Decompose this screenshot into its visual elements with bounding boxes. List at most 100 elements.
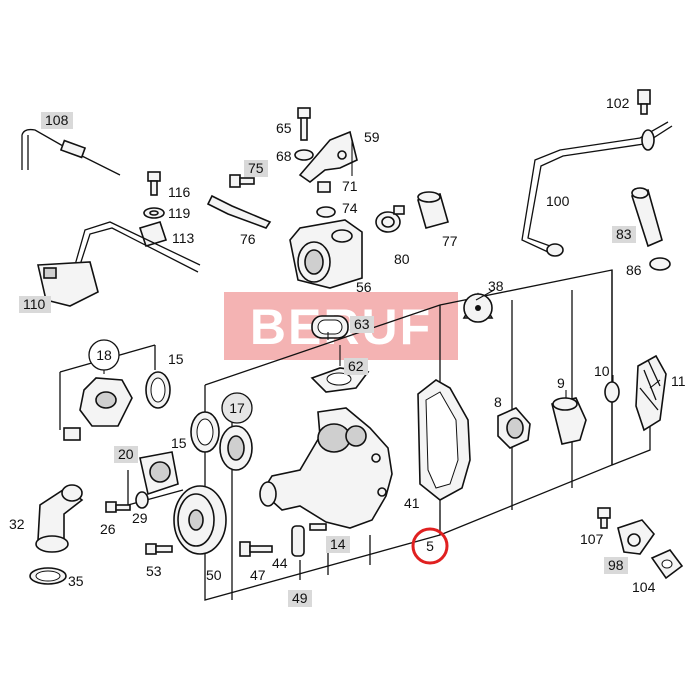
callout-102[interactable]: 102 [606, 95, 630, 111]
label-bg-62 [344, 358, 368, 375]
callout-59[interactable]: 59 [364, 129, 380, 145]
callout-74[interactable]: 74 [342, 200, 358, 216]
callout-49[interactable]: 49 [292, 590, 308, 606]
fitting-102 [637, 89, 651, 115]
bolt-71 [317, 181, 331, 193]
label-bg-63 [350, 316, 374, 333]
housing-56 [289, 219, 363, 289]
stud-76 [206, 194, 272, 229]
callout-80[interactable]: 80 [394, 251, 410, 267]
callout-75[interactable]: 75 [248, 160, 264, 176]
callout-104[interactable]: 104 [632, 579, 656, 595]
callout-circle-17 [221, 392, 253, 424]
washer-29 [135, 491, 149, 509]
callout-20[interactable]: 20 [118, 446, 134, 462]
callout-38[interactable]: 38 [488, 278, 504, 294]
callout-circle-18 [88, 339, 120, 371]
ring-10 [604, 381, 620, 403]
callout-56[interactable]: 56 [356, 279, 372, 295]
callout-5[interactable]: 5 [426, 538, 434, 554]
bracket-59 [298, 130, 358, 183]
pipe-110 [37, 221, 201, 307]
gasket-63 [311, 315, 349, 339]
callout-18[interactable]: 18 [96, 347, 112, 363]
washer-74 [316, 206, 336, 218]
impeller-11 [635, 354, 667, 432]
callout-98[interactable]: 98 [608, 557, 624, 573]
fitting-98 [617, 519, 656, 555]
callout-15-top[interactable]: 15 [168, 351, 184, 367]
clamp-35 [29, 567, 67, 585]
callout-100[interactable]: 100 [546, 193, 570, 209]
callout-76[interactable]: 76 [240, 231, 256, 247]
thermostat-17 [219, 425, 253, 471]
callout-108[interactable]: 108 [45, 112, 69, 128]
bolt-47 [239, 541, 273, 557]
callout-71[interactable]: 71 [342, 178, 358, 194]
callout-86[interactable]: 86 [626, 262, 642, 278]
callout-119[interactable]: 119 [168, 205, 191, 221]
callout-9[interactable]: 9 [557, 375, 565, 391]
callout-10[interactable]: 10 [594, 363, 610, 379]
callout-29[interactable]: 29 [132, 510, 148, 526]
callout-15-bottom[interactable]: 15 [171, 435, 187, 451]
callout-53[interactable]: 53 [146, 563, 162, 579]
callout-68[interactable]: 68 [276, 148, 292, 164]
callout-107[interactable]: 107 [580, 531, 604, 547]
callout-41[interactable]: 41 [404, 495, 420, 511]
callout-11[interactable]: 11 [671, 373, 686, 389]
hose-32 [35, 484, 84, 553]
callout-110[interactable]: 110 [23, 296, 46, 312]
washer-119 [143, 207, 165, 219]
label-bg-75 [244, 160, 268, 177]
callout-labels: 108 116 119 113 110 65 68 59 75 76 71 74… [9, 95, 686, 607]
label-bg-110 [19, 296, 51, 313]
label-bg-83 [612, 226, 636, 243]
callout-35[interactable]: 35 [68, 573, 84, 589]
sleeve-9 [551, 397, 587, 445]
water-pump-body [259, 407, 393, 529]
hose-108 [21, 128, 121, 176]
bolt-26 [105, 501, 131, 513]
callout-47[interactable]: 47 [250, 567, 266, 583]
callout-32[interactable]: 32 [9, 516, 25, 532]
callout-8[interactable]: 8 [494, 394, 502, 410]
callout-63[interactable]: 63 [354, 316, 370, 332]
oring-15-top [145, 371, 171, 409]
bracket-44 [291, 525, 305, 557]
hose-83 [631, 187, 663, 248]
gasket-41 [417, 379, 471, 501]
oring-15-bottom [190, 411, 220, 453]
callout-26[interactable]: 26 [100, 521, 116, 537]
plate-38 [462, 292, 494, 323]
thermostat-18 [63, 377, 133, 441]
callout-62[interactable]: 62 [348, 358, 364, 374]
callout-50[interactable]: 50 [206, 567, 222, 583]
label-bg-20 [114, 446, 138, 463]
label-bg-14 [326, 536, 350, 553]
bolt-75 [229, 174, 255, 188]
bolt-53 [145, 543, 173, 555]
callout-17[interactable]: 17 [229, 400, 245, 416]
sleeve-77 [417, 191, 449, 229]
label-bg-98 [604, 557, 628, 574]
bolt-65 [297, 107, 311, 141]
callout-65[interactable]: 65 [276, 120, 292, 136]
callout-77[interactable]: 77 [442, 233, 458, 249]
bolt-107 [597, 507, 611, 529]
callout-113[interactable]: 113 [172, 230, 195, 246]
pulley-50 [173, 485, 227, 555]
cover-20 [139, 451, 179, 496]
highlight-circle-5 [411, 527, 449, 565]
callout-116[interactable]: 116 [168, 184, 191, 200]
label-bg-49 [288, 590, 312, 607]
seal-8 [497, 407, 531, 449]
label-bg-108 [41, 112, 73, 129]
callout-14[interactable]: 14 [330, 536, 346, 552]
callout-44[interactable]: 44 [272, 555, 288, 571]
pipe-100 [521, 121, 673, 257]
oring-86 [649, 257, 671, 271]
gasket-104 [650, 549, 684, 580]
callout-83[interactable]: 83 [616, 226, 632, 242]
